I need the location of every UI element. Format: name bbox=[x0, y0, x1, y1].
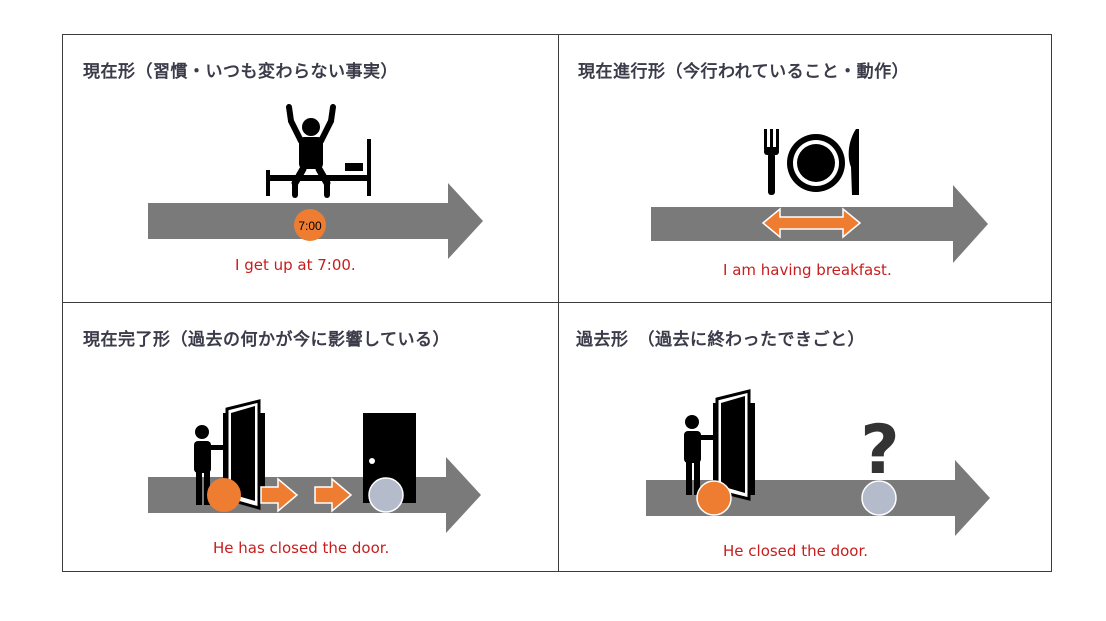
panel-present-progressive: 現在進行形（今行われていること・動作） I am having break bbox=[558, 35, 1053, 303]
grid-divider-horizontal bbox=[63, 302, 1051, 303]
panel-sentence: I am having breakfast. bbox=[723, 261, 892, 279]
bed-icon bbox=[266, 139, 371, 196]
panel-sentence: He has closed the door. bbox=[213, 539, 390, 557]
panel-present-perfect: 現在完了形（過去の何かが今に影響している） bbox=[63, 303, 558, 572]
plate-icon bbox=[787, 134, 845, 192]
grid-divider-vertical bbox=[558, 35, 559, 571]
knife-icon bbox=[848, 129, 859, 195]
present-circle bbox=[861, 480, 897, 516]
fork-icon bbox=[764, 129, 779, 195]
past-simple-illustration: ? bbox=[646, 389, 990, 536]
progress-arrow bbox=[314, 477, 353, 513]
tense-grid: 現在形（習慣・いつも変わらない事実） bbox=[62, 34, 1052, 572]
past-circle bbox=[696, 480, 732, 516]
present-simple-illustration: 7:00 bbox=[148, 104, 483, 259]
time-label: 7:00 bbox=[298, 219, 322, 233]
panel-title: 現在進行形（今行われていること・動作） bbox=[578, 62, 910, 82]
panel-title: 現在形（習慣・いつも変わらない事実） bbox=[83, 62, 398, 82]
panel-title: 過去形 （過去に終わったできごと） bbox=[576, 330, 865, 350]
panel-sentence: I get up at 7:00. bbox=[235, 256, 356, 274]
person-opening-door-icon bbox=[684, 389, 755, 501]
panel-past-simple: 過去形 （過去に終わったできごと） ? He closed the door. bbox=[558, 303, 1053, 572]
present-perfect-illustration bbox=[148, 399, 481, 533]
person-waking-icon bbox=[286, 104, 336, 198]
duration-double-arrow bbox=[761, 207, 862, 239]
person-opening-door-icon bbox=[194, 399, 265, 510]
panel-title: 現在完了形（過去の何かが今に影響している） bbox=[83, 330, 450, 350]
present-progressive-illustration bbox=[651, 129, 988, 263]
time-circle bbox=[294, 209, 326, 241]
present-circle bbox=[368, 477, 404, 513]
panel-sentence: He closed the door. bbox=[723, 542, 869, 560]
panel-present-simple: 現在形（習慣・いつも変わらない事実） bbox=[63, 35, 558, 303]
question-mark: ? bbox=[860, 411, 899, 490]
progress-arrow bbox=[260, 477, 299, 513]
timeline-arrow bbox=[646, 460, 990, 536]
past-circle bbox=[207, 478, 241, 512]
